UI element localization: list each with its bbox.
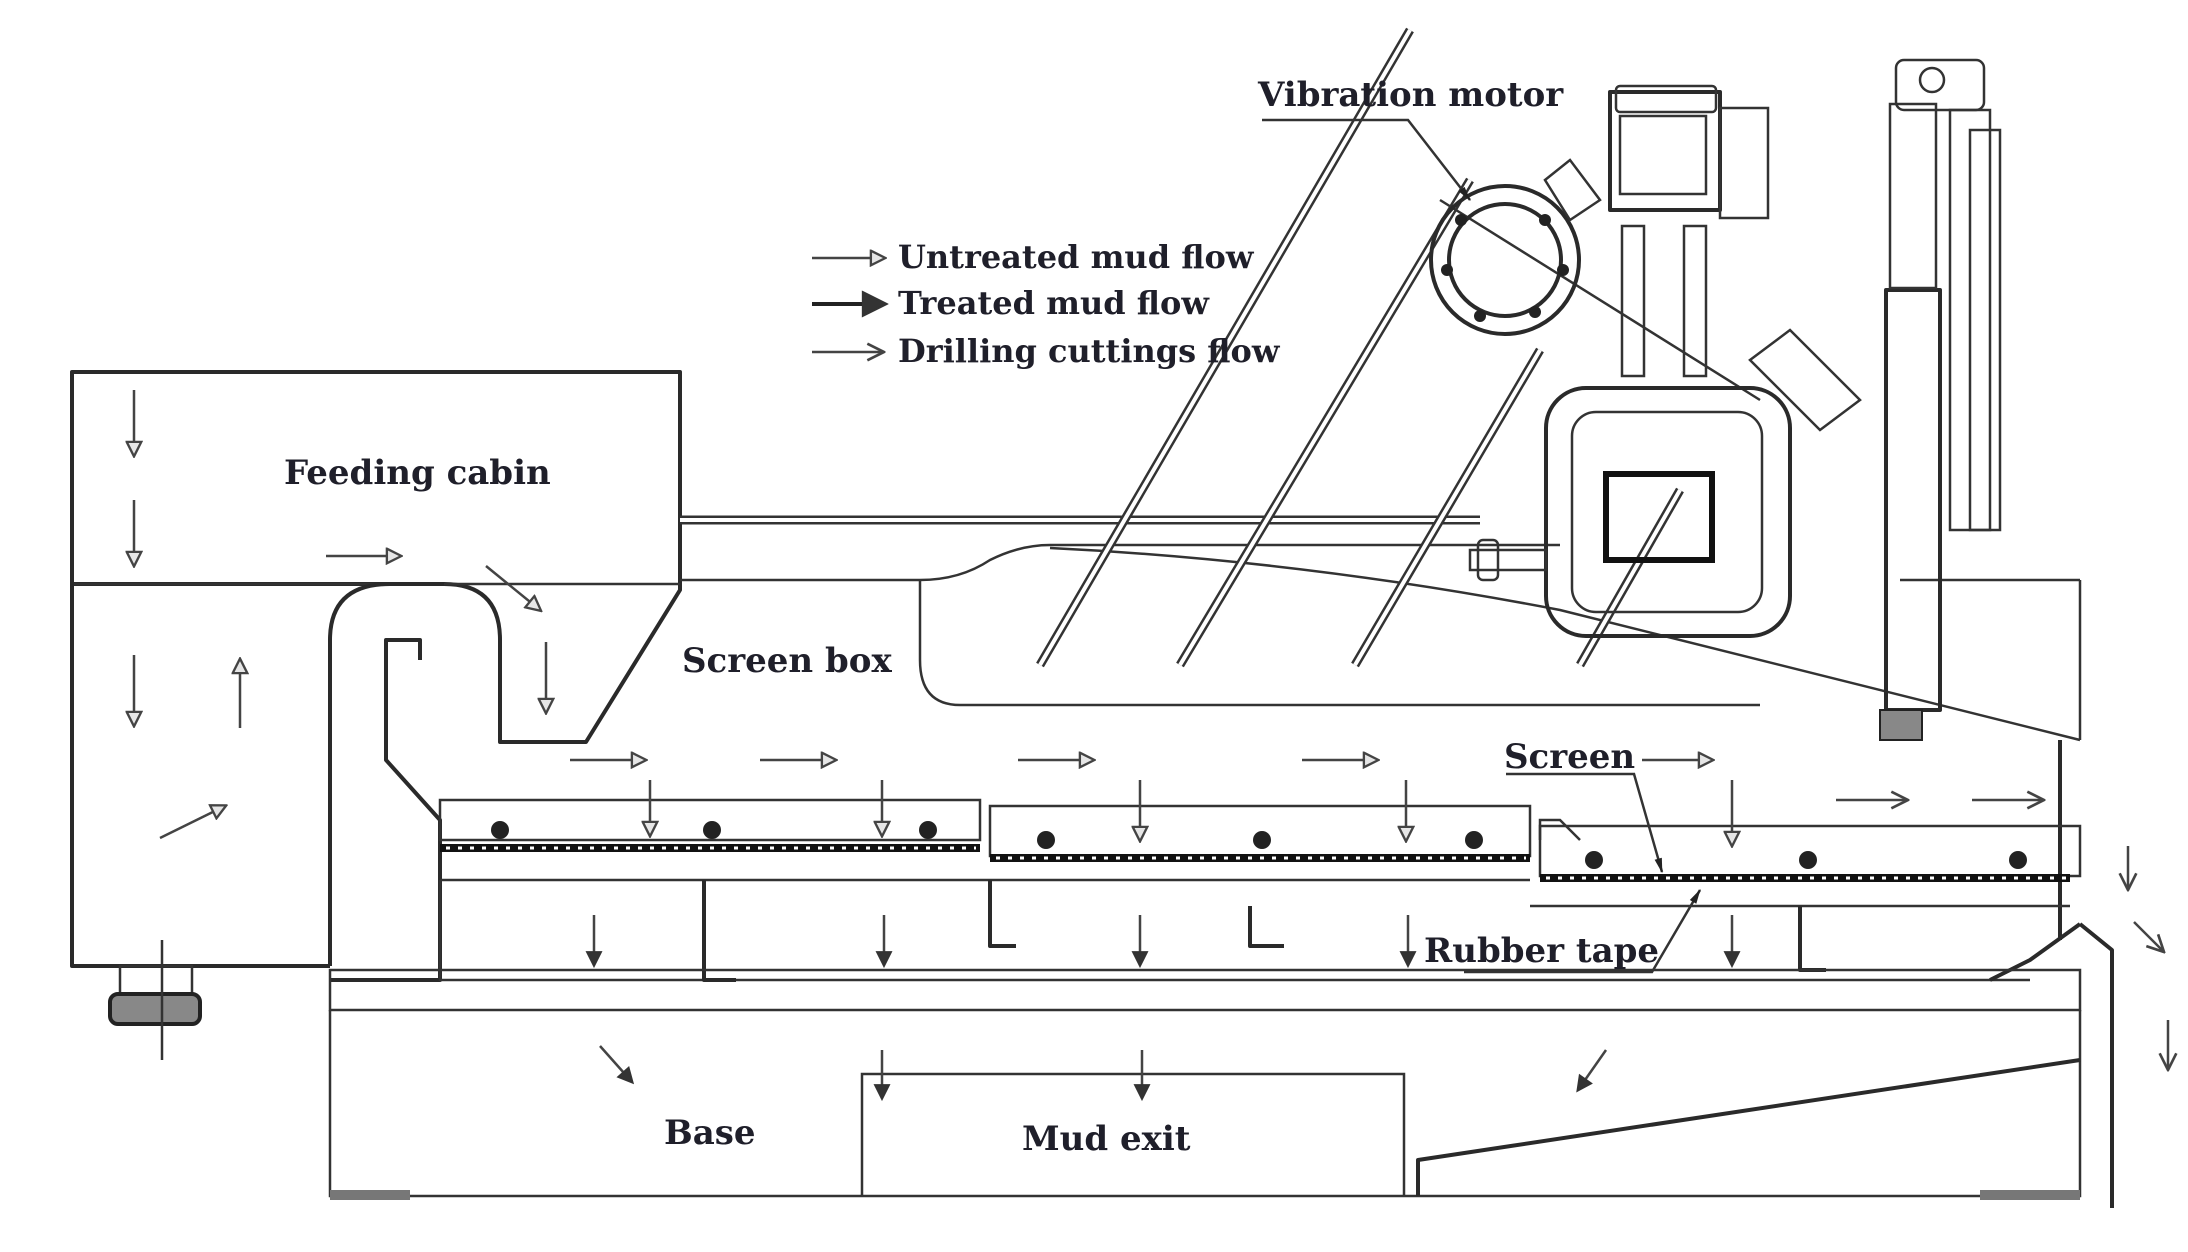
label-screen-box: Screen box: [682, 641, 892, 681]
label-vibration-motor: Vibration motor: [1257, 75, 1564, 115]
svg-text:Treated mud flow: Treated mud flow: [898, 284, 1210, 322]
label-mud-exit: Mud exit: [1022, 1119, 1191, 1159]
support-column: [1879, 58, 2002, 741]
feeding-cabin: [70, 370, 682, 1060]
drain-plug: [118, 964, 194, 998]
rubber-tape-leader: [1464, 888, 1702, 974]
screen-box: [680, 515, 2082, 940]
screen-leader: [1506, 772, 1664, 874]
svg-text:Drilling cuttings flow: Drilling cuttings flow: [898, 332, 1281, 370]
label-base: Base: [664, 1113, 756, 1153]
label-screen: Screen: [1504, 737, 1635, 777]
legend-item-untreated: Untreated mud flow: [812, 238, 1255, 276]
legend-item-cuttings: Drilling cuttings flow: [812, 332, 1281, 370]
vibration-motor-leader: [1262, 118, 1471, 201]
label-rubber-tape: Rubber tape: [1424, 931, 1659, 971]
legend: Untreated mud flow Treated mud flow Dril…: [812, 238, 1281, 370]
base: [328, 968, 2082, 1200]
label-feeding-cabin: Feeding cabin: [284, 453, 551, 493]
inlet-weir: [384, 638, 422, 690]
legend-item-treated: Treated mud flow: [812, 284, 1210, 322]
svg-text:Untreated mud flow: Untreated mud flow: [898, 238, 1255, 276]
screen-decks: [438, 798, 2114, 1208]
mud-exit: [860, 1072, 1406, 1196]
vibration-motor: [1429, 84, 1862, 638]
flow-arrows: [134, 390, 2168, 1098]
